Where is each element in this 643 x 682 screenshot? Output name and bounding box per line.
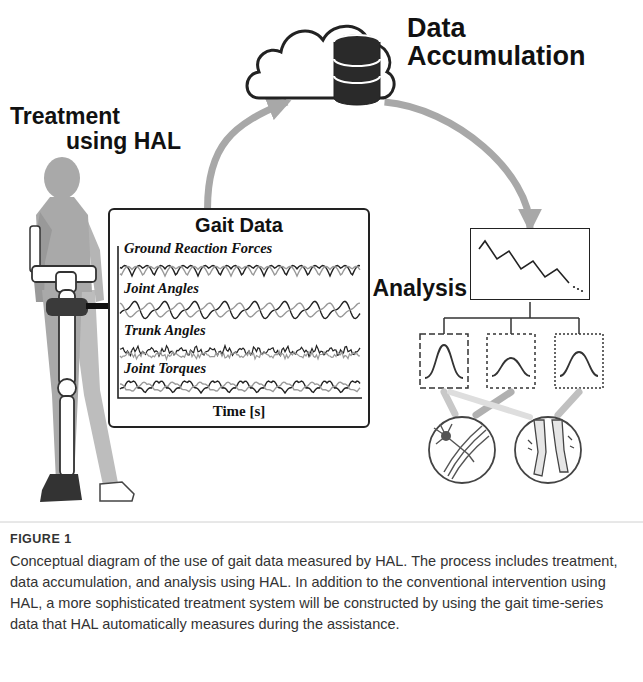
feature-curve: [492, 358, 530, 376]
shank-frame: [60, 396, 74, 476]
flow-arrow: [385, 102, 531, 228]
analysis-chart-box: Analysis: [470, 228, 590, 300]
trace: [120, 301, 360, 318]
trace: [120, 303, 360, 317]
neuron-dendrites: [434, 424, 474, 462]
analysis-tree: [420, 302, 603, 388]
box-title: Gait Data: [110, 214, 368, 237]
ellipsis-dot: [577, 288, 579, 290]
tree-branches: [444, 302, 579, 334]
thigh-cuff: [46, 298, 88, 316]
feature-box: [420, 334, 468, 388]
cloud-icon: [245, 12, 395, 102]
plot-label: Joint Torques: [122, 361, 208, 377]
trend-plot: [471, 229, 591, 301]
feature-box: [555, 334, 603, 388]
database-rim: [334, 35, 380, 42]
knee-joint: [58, 379, 76, 397]
plot-axes: [118, 246, 362, 398]
band: [450, 392, 530, 417]
trace: [120, 381, 360, 393]
figure-number: FIGURE 1: [10, 532, 72, 546]
leg-outline: [552, 420, 568, 472]
association-bands: [444, 392, 579, 417]
feature-curve: [560, 352, 598, 376]
database-band: [334, 59, 380, 66]
plot-label: Ground Reaction Forces: [122, 241, 274, 257]
leg-outline: [534, 420, 546, 476]
trace: [120, 266, 360, 276]
caption-rule: [0, 522, 643, 523]
trend-trace: [479, 241, 569, 283]
flow-arrow: [208, 102, 287, 208]
feature-box: [487, 334, 535, 388]
cloud-label: Data Accumulation: [407, 14, 619, 71]
database-body: [334, 35, 380, 105]
ellipsis-dot: [573, 286, 575, 288]
sensor-lead: [86, 303, 110, 309]
front-leg: [42, 290, 82, 482]
front-shoe: [40, 474, 82, 502]
plot-label: Joint Angles: [122, 281, 201, 297]
cloud-storage: Data Accumulation: [245, 12, 395, 102]
axis-label: Time [s]: [110, 403, 368, 420]
feature-curve: [425, 345, 463, 378]
nerve-muscle-icon: [429, 417, 495, 483]
caption-text: Conceptual diagram of the use of gait da…: [10, 551, 628, 635]
plot-label: Trunk Angles: [122, 323, 208, 339]
trace: [120, 351, 360, 360]
icon-circle: [429, 417, 495, 483]
gait-data-box: Gait DataGround Reaction ForcesJoint Ang…: [108, 208, 370, 428]
tension-marks: [528, 436, 574, 450]
back-shoe: [100, 482, 134, 501]
database-band: [334, 76, 380, 83]
trace: [120, 382, 360, 391]
treatment-label: Treatment using HAL: [10, 104, 184, 155]
analysis-label: Analysis: [372, 276, 467, 301]
trace: [120, 266, 360, 276]
ellipsis-dot: [581, 290, 583, 292]
head: [44, 157, 80, 199]
hip-joint: [56, 272, 76, 292]
band: [558, 392, 579, 415]
legs-icon: [515, 417, 581, 483]
icon-circle: [515, 417, 581, 483]
